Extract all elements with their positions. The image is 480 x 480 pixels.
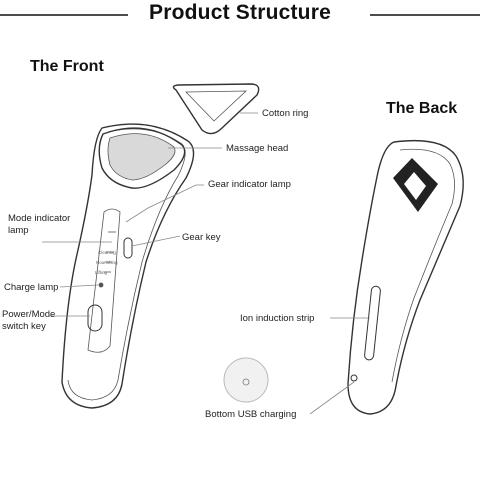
leader-gear-key (131, 235, 181, 247)
label-cotton-ring: Cotton ring (262, 108, 309, 119)
label-gear-key: Gear key (182, 232, 221, 243)
ion-strip-shape (364, 285, 381, 361)
usb-detail-circle (223, 357, 269, 403)
label-gear-indicator-lamp: Gear indicator lamp (208, 179, 291, 190)
leader-charge-lamp (59, 284, 99, 288)
usb-port-shape (350, 374, 358, 382)
power-key-shape (87, 304, 103, 332)
mode-label-nourishing: Nourishing (96, 260, 118, 265)
front-heading: The Front (30, 58, 104, 75)
label-ion-induction-strip: Ion induction strip (240, 313, 315, 324)
leader-usb (309, 381, 355, 415)
front-device-body (61, 123, 195, 409)
page-title: Product Structure (149, 1, 331, 24)
massage-head-shape (98, 127, 186, 189)
label-massage-head: Massage head (226, 143, 289, 154)
back-electrode-pad (393, 158, 438, 212)
back-device-body (347, 139, 464, 415)
gear-key-shape (123, 237, 133, 259)
leader-gear-indicator (125, 184, 204, 223)
label-power-mode-switch-key: Power/Mode switch key (2, 309, 56, 332)
control-panel (87, 208, 133, 353)
cotton-ring-shape (172, 83, 260, 135)
back-heading: The Back (386, 100, 458, 117)
mode-label-lifting: Lifting (95, 270, 108, 275)
label-charge-lamp: Charge lamp (4, 282, 59, 293)
label-bottom-usb-charging: Bottom USB charging (205, 409, 297, 420)
label-mode-indicator-lamp: Mode indicator lamp (8, 213, 71, 236)
mode-label-cleaning: Cleaning (98, 250, 116, 255)
charge-lamp-dot (98, 282, 104, 288)
